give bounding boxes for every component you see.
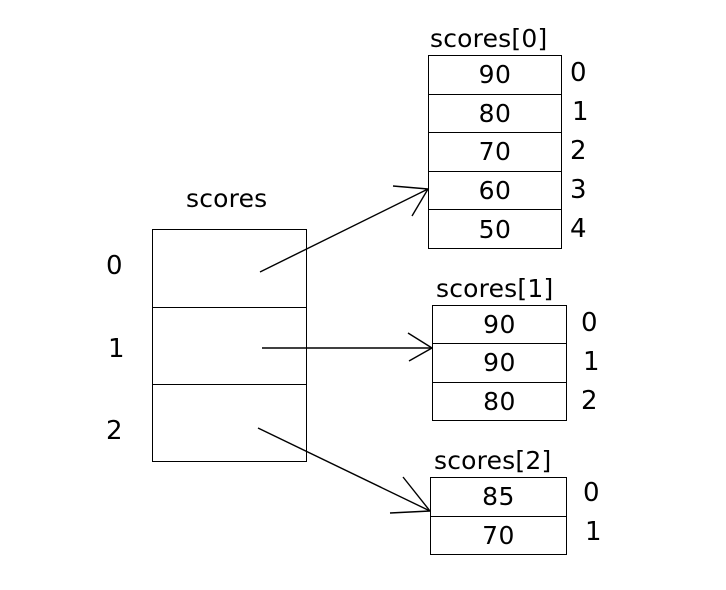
inner-array-2-index-label: 0 — [583, 478, 600, 508]
inner-array-0-index-label: 4 — [570, 214, 587, 244]
inner-array-1-box: 90 90 80 — [432, 305, 567, 421]
outer-array-cell — [153, 385, 306, 463]
inner-array-0-cell: 50 — [478, 215, 512, 245]
outer-array-cell — [153, 230, 306, 308]
inner-array-1-index-label: 1 — [583, 347, 600, 377]
inner-array-2-cell: 85 — [431, 478, 566, 517]
outer-array-index-label: 1 — [108, 334, 125, 364]
outer-array-index-label: 0 — [106, 251, 123, 281]
inner-array-2-cell: 70 — [482, 521, 515, 551]
inner-array-0-index-label: 2 — [570, 136, 587, 166]
outer-array-index-label: 2 — [106, 416, 123, 446]
inner-array-1-index-label: 2 — [581, 386, 598, 416]
inner-array-0-cell: 70 — [429, 133, 561, 172]
inner-array-0-index-label: 0 — [570, 58, 587, 88]
inner-array-0-box: 90 80 70 60 50 — [428, 55, 562, 249]
inner-array-1-cell: 80 — [483, 387, 516, 417]
inner-array-0-cell: 90 — [429, 56, 561, 95]
outer-array-title: scores — [186, 184, 268, 213]
inner-array-1-cell: 90 — [433, 306, 566, 345]
inner-array-2-index-label: 1 — [585, 517, 602, 547]
inner-array-1-cell: 90 — [433, 344, 566, 383]
inner-array-0-cell: 80 — [429, 95, 561, 134]
outer-array-cell — [153, 308, 306, 386]
inner-array-0-index-label: 1 — [572, 97, 589, 127]
inner-array-2-title: scores[2] — [434, 446, 552, 475]
inner-array-0-index-label: 3 — [570, 175, 587, 205]
inner-array-0-cell: 60 — [429, 172, 561, 211]
outer-array-box — [152, 229, 307, 462]
inner-array-2-box: 85 70 — [430, 477, 567, 555]
inner-array-1-title: scores[1] — [436, 274, 554, 303]
inner-array-0-title: scores[0] — [430, 24, 548, 53]
inner-array-1-index-label: 0 — [581, 308, 598, 338]
